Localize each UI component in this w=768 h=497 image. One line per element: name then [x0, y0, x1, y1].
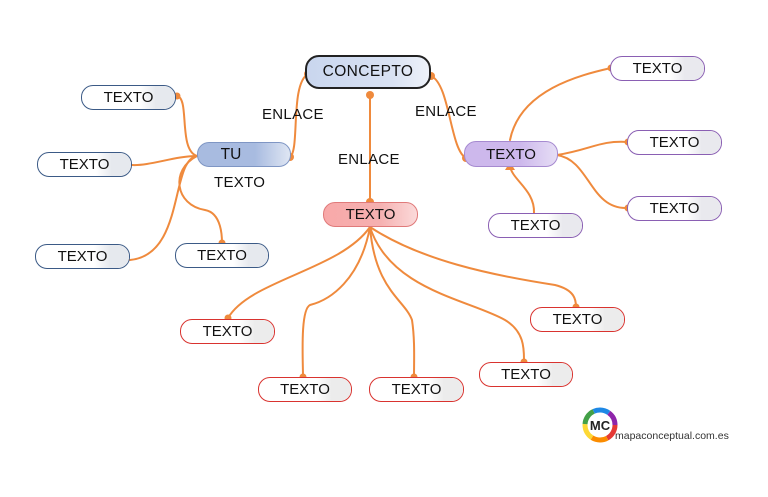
red-child-node-5[interactable]: TEXTO	[530, 307, 625, 332]
red-child-node-4[interactable]: TEXTO	[479, 362, 573, 387]
purple-child-node-1[interactable]: TEXTO	[610, 56, 705, 81]
connector-red-child-5	[369, 226, 577, 308]
red-child-label-3: TEXTO	[391, 381, 442, 398]
blue-child-node-4[interactable]: TEXTO	[175, 243, 269, 268]
blue-child-node-1[interactable]: TEXTO	[81, 85, 176, 110]
connector-red-child-4	[369, 226, 526, 363]
purple-child-label-3: TEXTO	[649, 200, 700, 217]
central-concept-node[interactable]: CONCEPTO	[305, 55, 431, 89]
link-label-middle: ENLACE	[338, 151, 400, 168]
connector-tu-child-4	[178, 155, 223, 244]
connector-concept-tu	[289, 73, 309, 158]
red-child-node-2[interactable]: TEXTO	[258, 377, 352, 402]
blue-child-label-2: TEXTO	[59, 156, 110, 173]
logo-ring-icon: MC	[582, 407, 618, 443]
connector-red-child-2	[301, 226, 371, 378]
link-label-left: ENLACE	[262, 106, 324, 123]
connector-concept-purple	[430, 75, 467, 159]
tu-node-label: TU	[220, 145, 242, 163]
purple-child-node-3[interactable]: TEXTO	[627, 196, 722, 221]
blue-child-label-1: TEXTO	[103, 89, 154, 106]
red-child-node-1[interactable]: TEXTO	[180, 319, 275, 344]
blue-child-node-3[interactable]: TEXTO	[35, 244, 130, 269]
tu-node[interactable]: TU	[197, 142, 291, 167]
site-logo[interactable]: MC mapaconceptual.com.es	[581, 406, 741, 446]
red-child-label-4: TEXTO	[501, 366, 551, 383]
blue-child-label-3: TEXTO	[57, 248, 108, 265]
red-child-label-1: TEXTO	[202, 323, 253, 340]
blue-child-label-4: TEXTO	[197, 247, 247, 264]
purple-child-label-2: TEXTO	[649, 134, 700, 151]
purple-child-node-4[interactable]: TEXTO	[488, 213, 583, 238]
red-child-label-5: TEXTO	[552, 311, 603, 328]
connector-tu-child-2	[131, 155, 198, 167]
connector-tu-child-1	[176, 95, 198, 157]
connector-purple-child-2	[556, 140, 629, 156]
red-child-node-3[interactable]: TEXTO	[369, 377, 464, 402]
purple-child-node-2[interactable]: TEXTO	[627, 130, 722, 155]
connector-purple-child-3	[556, 154, 629, 210]
blue-child-node-2[interactable]: TEXTO	[37, 152, 132, 177]
connector-red-child-3	[369, 226, 416, 378]
red-child-label-2: TEXTO	[280, 381, 330, 398]
connector-purple-child-1	[509, 67, 612, 141]
link-label-right: ENLACE	[415, 103, 477, 120]
logo-site-text: mapaconceptual.com.es	[615, 430, 729, 442]
purple-child-label-4: TEXTO	[510, 217, 561, 234]
red-hub-node[interactable]: TEXTO	[323, 202, 418, 227]
purple-child-label-1: TEXTO	[632, 60, 683, 77]
connector-red-child-1	[227, 226, 371, 319]
purple-hub-node[interactable]: TEXTO	[464, 141, 558, 167]
connector-purple-child-4	[509, 165, 536, 214]
tu-sublabel: TEXTO	[214, 174, 266, 191]
logo-mark-text: MC	[590, 418, 611, 433]
